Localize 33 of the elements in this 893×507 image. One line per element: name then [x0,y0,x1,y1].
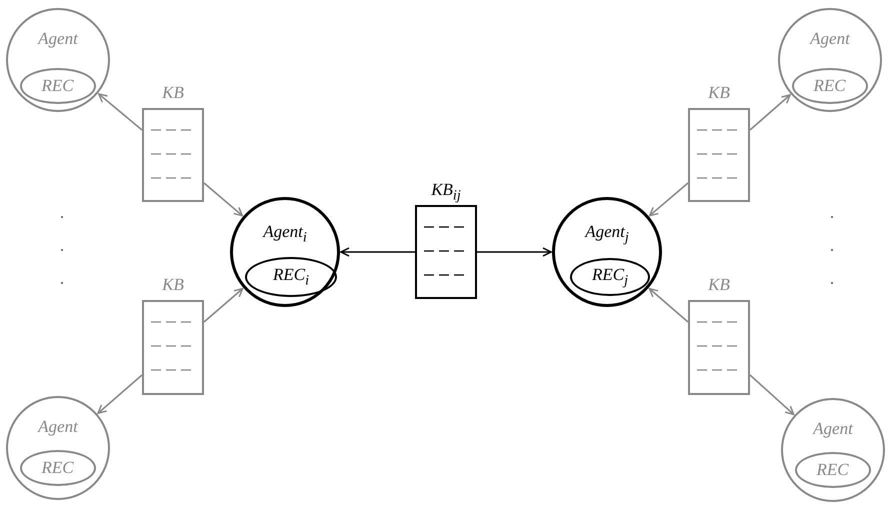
rec-ellipse [245,257,337,297]
kb-label: KB [162,84,184,101]
rec-ellipse [792,68,868,104]
kb-label: KB [708,84,730,101]
arrow [648,288,689,323]
rec-ellipse [20,450,96,486]
rec-ellipse [570,258,650,296]
arrow [203,182,244,216]
arrow [749,94,791,131]
arrow [98,93,143,131]
rec-label: REC [813,77,846,94]
rec-label: REC [41,77,74,94]
agent-label: Agent [38,30,78,47]
arrow [749,374,794,416]
rec-label: REC [41,459,74,476]
agent-label: Agent [813,420,853,437]
arrow [203,288,244,323]
rec-label: REC$_{i}$ [272,266,310,288]
rec-ellipse [794,452,870,488]
arrow [477,247,552,257]
agent-label: Agent$_{j}$ [585,223,629,245]
rec-label: REC$_{j}$ [592,266,628,288]
kb-label: KB [708,276,730,293]
arrow [340,247,415,257]
rec-ellipse [20,68,96,104]
agent-label: Agent [38,418,78,435]
arrow [97,374,143,414]
kb-label: KB [162,276,184,293]
arrow [648,182,689,216]
agent-label: Agent [810,30,850,47]
agent-label: Agent$_{i}$ [263,223,307,245]
kb-label: KB$_{ij}$ [431,181,461,203]
rec-label: REC [816,461,849,478]
